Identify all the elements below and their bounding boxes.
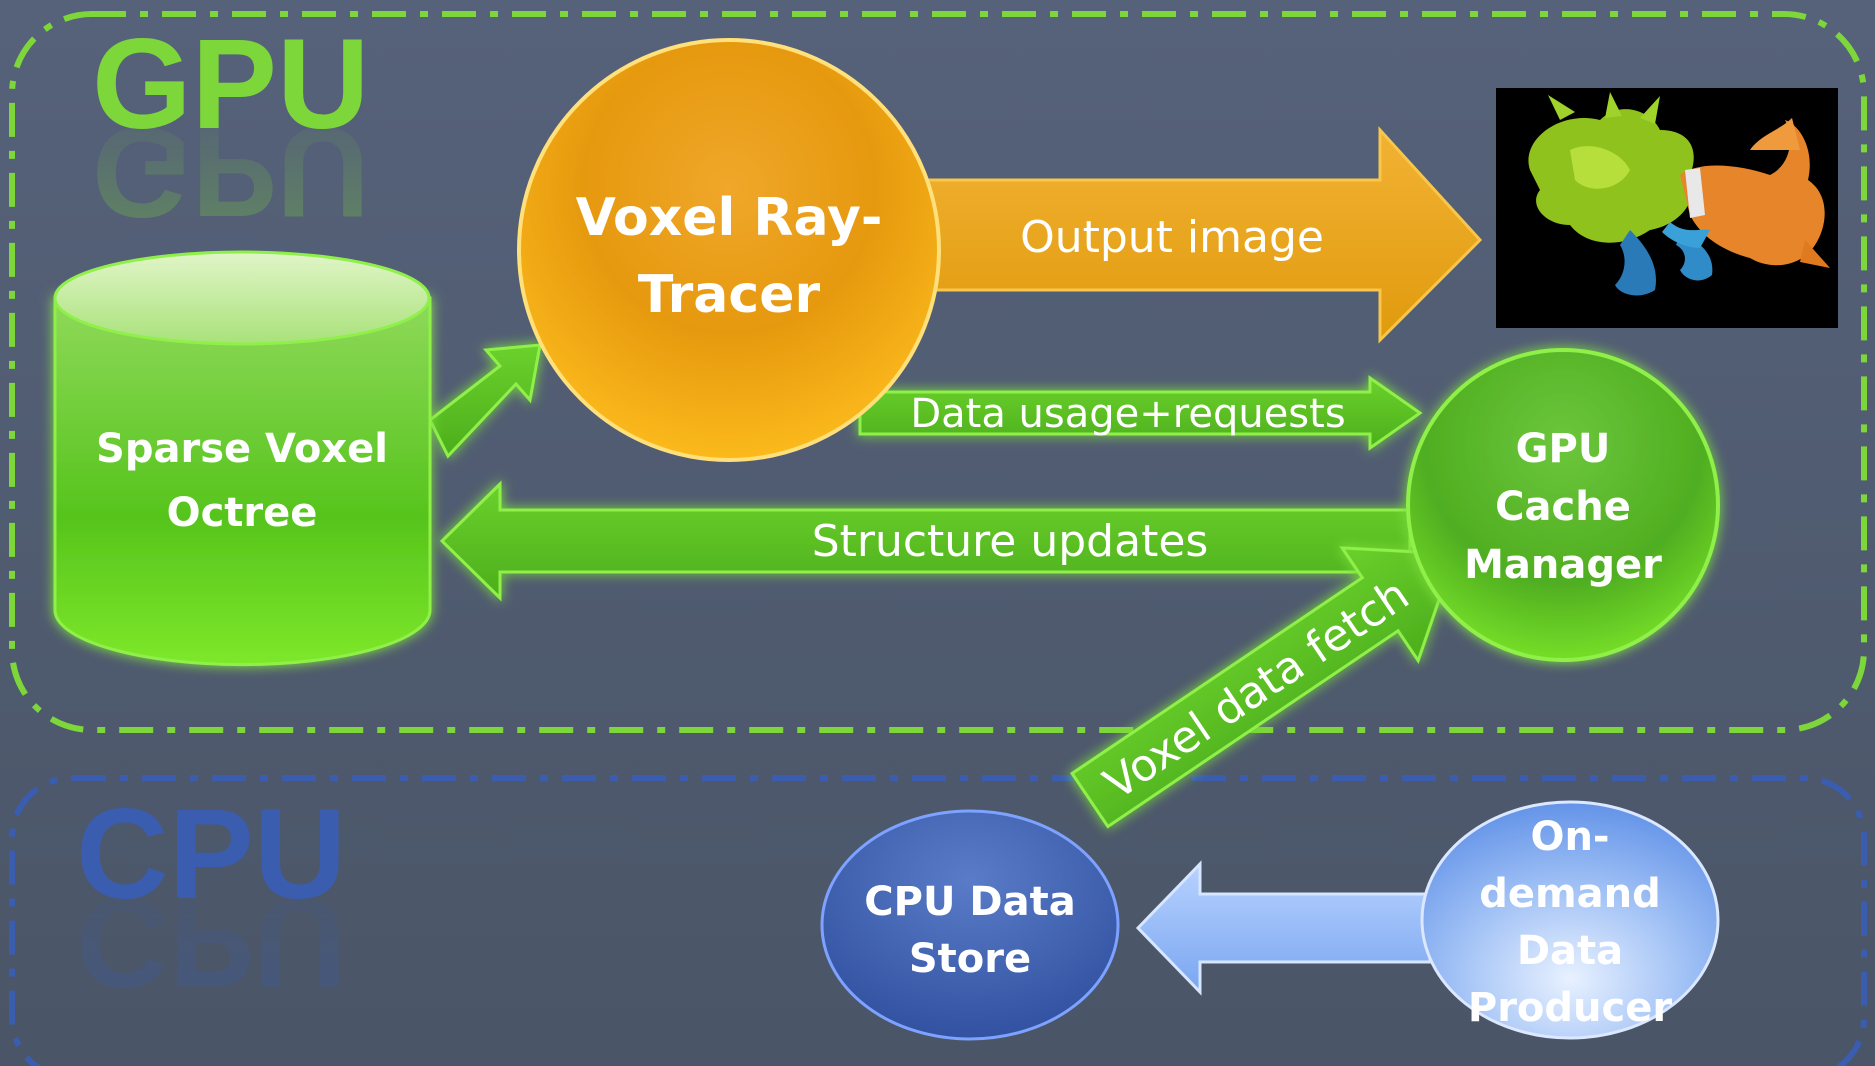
cpu-title-reflection: CPU [76,870,346,1013]
producer-label-line1: On- [1530,814,1609,860]
output-image-label: Output image [1020,212,1324,263]
cpu-title: CPU [76,783,346,926]
producer-label-line4: Producer [1468,985,1672,1031]
gpu-title: GPU [92,13,369,156]
voxel-raytracer-node[interactable]: Voxel Ray- Tracer [517,38,941,462]
sparse-voxel-octree-node[interactable]: Sparse Voxel Octree [53,250,432,667]
cache-label-line1: GPU [1516,426,1611,472]
structure-updates-arrow: Structure updates [439,480,1412,602]
producer-label-line2: demand [1479,871,1661,917]
cpu-store-label-line1: CPU Data [864,879,1075,925]
data-producer-node[interactable]: On- demand Data Producer [1420,800,1720,1040]
cpu-data-store-node[interactable]: CPU Data Store [820,809,1120,1041]
octree-label-line2: Octree [167,490,318,536]
raytracer-label-line2: Tracer [638,265,821,325]
cpu-store-label-line2: Store [909,936,1031,982]
octree-to-raytracer-arrow [428,343,542,459]
data-usage-label: Data usage+requests [910,391,1345,437]
raytracer-label-line1: Voxel Ray- [576,188,883,248]
structure-updates-label: Structure updates [812,516,1209,567]
gpu-title-reflection: GPU [92,100,369,243]
gpu-region: GPU GPU [9,11,1867,733]
output-image-arrow: Output image [923,126,1483,344]
cpu-region: CPU CPU [9,775,1867,1066]
gpu-cache-manager-node[interactable]: GPU Cache Manager [1406,348,1720,662]
data-usage-arrow: Data usage+requests [858,375,1423,451]
dragon-render-image [1496,88,1838,328]
cpu-region-border [9,775,1867,1066]
cache-label-line2: Cache [1495,484,1631,530]
producer-to-store-arrow [1135,860,1432,996]
cache-label-line3: Manager [1464,542,1662,588]
octree-label-line1: Sparse Voxel [96,426,388,472]
gpu-region-border [9,11,1867,733]
producer-label-line3: Data [1517,928,1623,974]
